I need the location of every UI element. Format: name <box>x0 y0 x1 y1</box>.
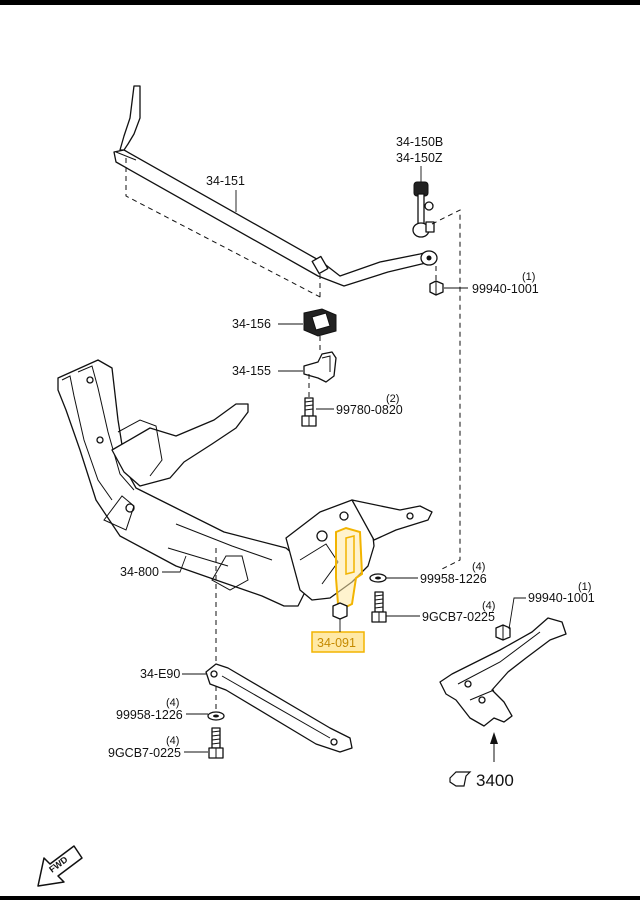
crossmember-34-800[interactable] <box>57 359 433 607</box>
qty-9gcb7-0225-right: (4) <box>482 600 495 612</box>
label-99958-1226-right: 99958-1226 <box>420 572 487 586</box>
label-9gcb7-0225-left: 9GCB7-0225 <box>108 746 181 760</box>
pointing-hand-icon <box>449 771 472 787</box>
bolt-9gcb7-0225-right[interactable] <box>371 591 387 623</box>
label-99958-1226-left: 99958-1226 <box>116 708 183 722</box>
label-34-156: 34-156 <box>232 317 271 331</box>
label-34-155: 34-155 <box>232 364 271 378</box>
label-3400: 3400 <box>476 771 514 790</box>
stabilizer-bar[interactable] <box>113 85 438 287</box>
nut-99940-1001-right[interactable] <box>495 624 511 641</box>
lower-arm[interactable] <box>439 617 567 727</box>
label-34-150b: 34-150B <box>396 135 443 149</box>
highlight-34-091[interactable] <box>311 526 365 653</box>
label-99940-1001-top: 99940-1001 <box>472 282 539 296</box>
qty-9gcb7-0225-left: (4) <box>166 735 179 747</box>
bracket-34-155[interactable] <box>303 351 337 383</box>
top-border <box>0 0 640 5</box>
qty-99940-1001-right: (1) <box>578 581 591 593</box>
label-34-150z: 34-150Z <box>396 151 443 165</box>
qty-99940-1001-top: (1) <box>522 271 535 283</box>
label-99780-0820: 99780-0820 <box>336 403 403 417</box>
label-34-e90: 34-E90 <box>140 667 180 681</box>
qty-99780-0820: (2) <box>386 393 399 405</box>
fwd-arrow-icon: FWD <box>37 845 83 887</box>
qty-99958-1226-left: (4) <box>166 697 179 709</box>
bottom-border <box>0 896 640 900</box>
nut-99940-1001-top[interactable] <box>429 280 444 296</box>
brace-34-e90[interactable] <box>205 663 353 753</box>
label-9gcb7-0225-right: 9GCB7-0225 <box>422 610 495 624</box>
bushing-34-156[interactable] <box>303 308 337 337</box>
bolt-99780-0820[interactable] <box>301 397 317 427</box>
stabilizer-link[interactable] <box>412 181 435 238</box>
bolt-9gcb7-0225-left[interactable] <box>208 727 224 759</box>
label-99940-1001-right: 99940-1001 <box>528 591 595 605</box>
label-34-800: 34-800 <box>120 565 159 579</box>
washer-99958-1226-right[interactable] <box>369 573 387 583</box>
label-34-091: 34-091 <box>317 636 356 650</box>
ref-3400[interactable]: 3400 <box>449 771 514 790</box>
label-34-151: 34-151 <box>206 174 245 188</box>
washer-99958-1226-left[interactable] <box>207 711 225 721</box>
qty-99958-1226-right: (4) <box>472 561 485 573</box>
